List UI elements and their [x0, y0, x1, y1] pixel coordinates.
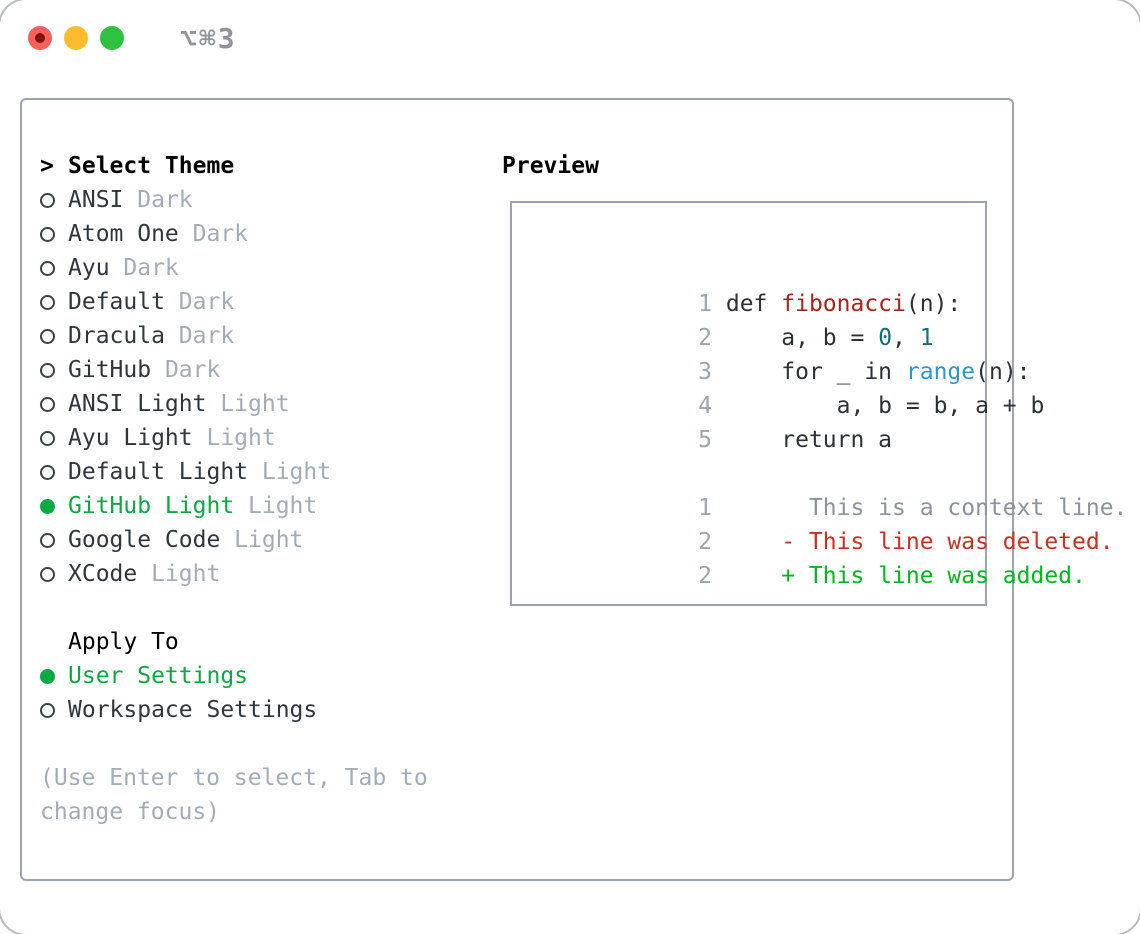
theme-variant-tag: Dark: [178, 323, 235, 349]
diff-line: 2 -This line was deleted.: [532, 491, 1113, 555]
theme-variant-tag: Light: [234, 527, 304, 553]
theme-option[interactable]: ANSI Light Light: [40, 387, 490, 421]
theme-name: Dracula: [68, 323, 165, 349]
theme-variant-tag: Light: [248, 493, 318, 519]
prompt-icon: >: [40, 153, 54, 179]
radio-icon: [40, 260, 68, 276]
preview-box: 1 def fibonacci(n): 2 a, b = 0, 1 3 for _…: [510, 201, 1127, 606]
keyboard-hint: (Use Enter to select, Tab to change focu…: [40, 765, 428, 825]
radio-icon: [40, 192, 68, 208]
theme-list-column: > Select Theme ANSI Dark Atom One Dark: [40, 149, 490, 829]
apply-to-header: Apply To: [68, 629, 179, 655]
theme-name: Default: [68, 289, 165, 315]
radio-icon: [40, 464, 68, 480]
code-line-text: def fibonacci(n):: [725, 291, 962, 317]
code-line: 4 a, b = b, a + b: [532, 355, 1044, 419]
theme-name: XCode: [68, 561, 138, 587]
line-number: 3: [698, 359, 713, 385]
zoom-button-icon[interactable]: [100, 26, 124, 50]
theme-variant-tag: Dark: [178, 289, 235, 315]
code-line-text: a, b = 0, 1: [725, 325, 934, 351]
theme-option[interactable]: Ayu Dark: [40, 251, 490, 285]
theme-name: Atom One: [68, 221, 179, 247]
theme-option[interactable]: Atom One Dark: [40, 217, 490, 251]
theme-name: ANSI Light: [68, 391, 207, 417]
theme-picker-panel: > Select Theme ANSI Dark Atom One Dark: [20, 98, 1127, 881]
line-number: 1: [698, 495, 713, 521]
line-number: 1: [698, 291, 713, 317]
radio-icon: [40, 532, 68, 548]
line-number: 5: [698, 427, 713, 453]
minimize-button-icon[interactable]: [64, 26, 88, 50]
theme-name: Ayu: [68, 255, 110, 281]
radio-icon: [40, 294, 68, 310]
code-line-text: for _ in range(n):: [725, 359, 1031, 385]
apply-to-option-label: User Settings: [68, 663, 249, 689]
diff-line-text: This line was deleted.: [808, 529, 1114, 555]
diff-marker: +: [781, 563, 796, 589]
code-line-text: return a: [725, 427, 893, 453]
theme-option[interactable]: ANSI Dark: [40, 183, 490, 217]
close-button-icon[interactable]: [28, 26, 52, 50]
spacer: [40, 591, 490, 625]
radio-icon: [40, 668, 68, 684]
radio-icon: [40, 362, 68, 378]
theme-name: Google Code: [68, 527, 221, 553]
diff-marker: [781, 491, 795, 525]
theme-name: Ayu Light: [68, 425, 193, 451]
theme-variant-tag: Light: [151, 561, 221, 587]
apply-to-option-label: Workspace Settings: [68, 697, 318, 723]
diff-line-text: This is a context line.: [808, 495, 1128, 521]
apply-to-header-row: Apply To: [40, 625, 490, 659]
diff-line: 1 This is a context line.: [532, 457, 1127, 521]
theme-name: ANSI: [68, 187, 124, 213]
theme-option[interactable]: Google Code Light: [40, 523, 490, 557]
title-bar: ⌥⌘3: [28, 22, 237, 55]
theme-option[interactable]: GitHub Dark: [40, 353, 490, 387]
diff-line: 2 + This line was added.: [532, 525, 1086, 589]
theme-option[interactable]: Default Dark: [40, 285, 490, 319]
line-number: 4: [698, 393, 713, 419]
radio-icon: [40, 702, 68, 718]
theme-name: GitHub: [68, 357, 152, 383]
theme-option[interactable]: Ayu Light Light: [40, 421, 490, 455]
code-line: 5 return a: [532, 389, 985, 453]
line-number: 2: [698, 325, 713, 351]
theme-variant-tag: Dark: [137, 187, 193, 213]
select-theme-header: Select Theme: [68, 153, 235, 179]
apply-to-option[interactable]: User Settings: [40, 659, 490, 693]
theme-name: GitHub Light: [68, 493, 235, 519]
theme-option[interactable]: XCode Light: [40, 557, 490, 591]
theme-variant-tag: Dark: [164, 357, 221, 383]
theme-option[interactable]: Default Light Light: [40, 455, 490, 489]
code-line: 2 a, b = 0, 1: [532, 287, 985, 351]
diff-marker: -: [781, 529, 796, 555]
radio-icon: [40, 498, 68, 514]
radio-icon: [40, 328, 68, 344]
radio-icon: [40, 566, 68, 582]
diff-line-text: This line was added.: [808, 563, 1086, 589]
radio-icon: [40, 396, 68, 412]
code-line: 3 for _ in range(n):: [532, 321, 1030, 385]
radio-icon: [40, 430, 68, 446]
theme-variant-tag: Light: [206, 425, 276, 451]
spacer: [40, 727, 490, 761]
select-theme-header-row: > Select Theme: [40, 149, 490, 183]
window-title: ⌥⌘3: [180, 21, 237, 55]
theme-variant-tag: Dark: [123, 255, 179, 281]
theme-option[interactable]: Dracula Dark: [40, 319, 490, 353]
code-line-text: a, b = b, a + b: [725, 393, 1045, 419]
theme-option[interactable]: GitHub Light Light: [40, 489, 490, 523]
line-number: 2: [698, 529, 713, 555]
radio-icon: [40, 226, 68, 242]
apply-to-option[interactable]: Workspace Settings: [40, 693, 490, 727]
preview-column: Preview 1 def fibonacci(n): 2 a, b = 0, 1…: [502, 149, 1127, 606]
theme-variant-tag: Light: [261, 459, 332, 485]
theme-name: Default Light: [68, 459, 249, 485]
line-number: 2: [698, 563, 713, 589]
preview-title: Preview: [502, 153, 599, 179]
code-line: 1 def fibonacci(n):: [532, 253, 985, 317]
theme-variant-tag: Dark: [192, 221, 249, 247]
theme-variant-tag: Light: [220, 391, 290, 417]
